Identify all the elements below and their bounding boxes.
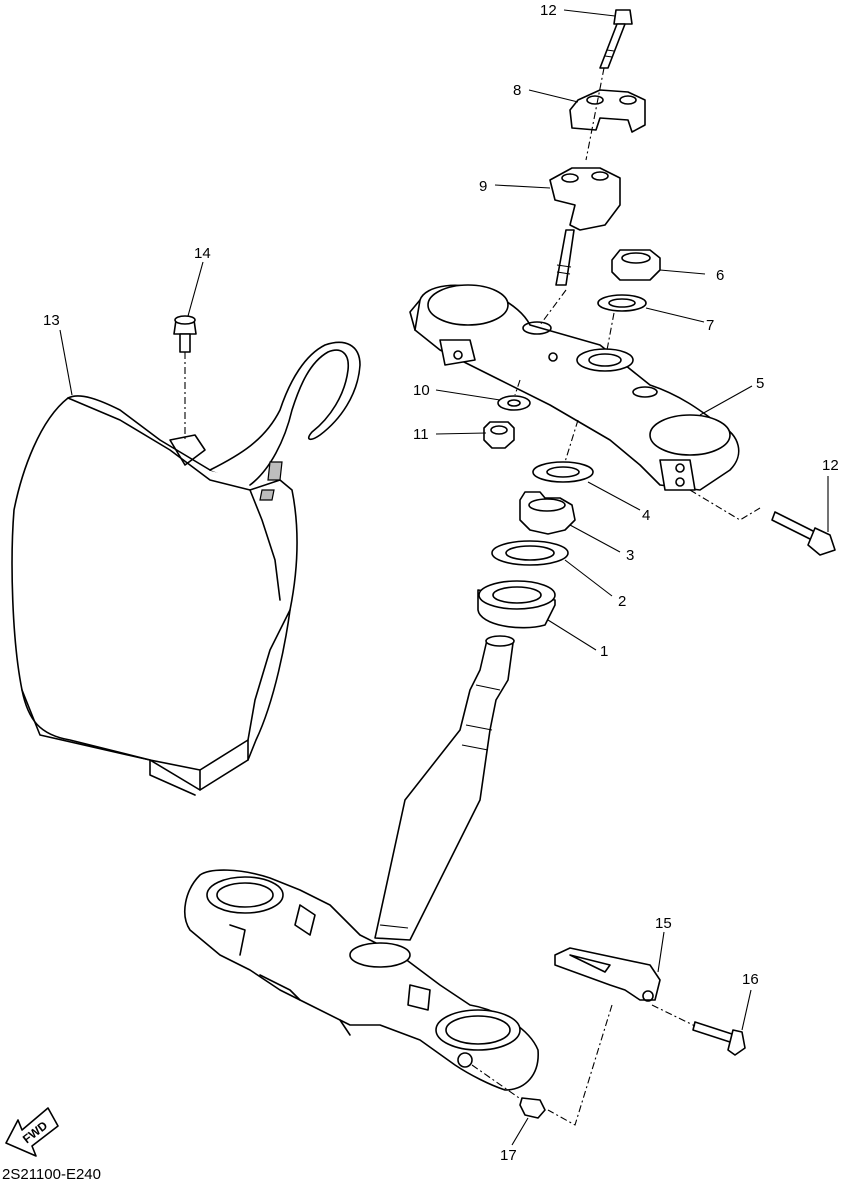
axis-line-upper <box>539 289 567 326</box>
callout-6: 6 <box>716 267 724 284</box>
lower-bracket-part <box>184 869 539 1091</box>
bracket-15-part <box>547 947 661 1126</box>
steering-stem-part <box>374 635 515 941</box>
callout-3: 3 <box>626 547 634 564</box>
bolt-12-top-part <box>585 9 633 161</box>
bearing-1-part <box>477 580 556 629</box>
callout-8: 8 <box>513 82 521 99</box>
callout-14: 14 <box>194 245 211 262</box>
upper-bracket-part <box>409 284 740 491</box>
nut-11-part <box>483 421 515 449</box>
callout-11: 11 <box>413 426 429 443</box>
callout-5: 5 <box>756 375 764 392</box>
bolt-12-right-part <box>689 489 836 556</box>
leader-lines <box>59 9 829 1146</box>
callout-12-top: 12 <box>540 2 557 19</box>
seal-2-part <box>491 540 569 566</box>
callout-2: 2 <box>618 593 626 610</box>
callout-1: 1 <box>600 643 608 660</box>
callout-15: 15 <box>655 915 672 932</box>
callout-13: 13 <box>43 312 60 329</box>
collar-17-part <box>471 1064 546 1119</box>
callout-17: 17 <box>500 1147 517 1164</box>
axis-line-10 <box>514 379 521 396</box>
callout-9: 9 <box>479 178 487 195</box>
callout-10: 10 <box>413 382 430 399</box>
diagram-code: 2S21100-E240 <box>2 1166 101 1183</box>
handlebar-holder-upper-part <box>569 89 646 133</box>
washer-10-part <box>497 395 531 411</box>
fwd-arrow-icon: FWD <box>5 1107 59 1157</box>
washer-7-part <box>597 294 647 312</box>
headlight-cover-part <box>11 341 361 796</box>
callout-16: 16 <box>742 971 759 988</box>
callout-7: 7 <box>706 317 714 334</box>
callout-12-right: 12 <box>822 457 839 474</box>
ring-nut-3-part <box>519 491 576 535</box>
bolt-16-part <box>651 1004 746 1056</box>
callout-labels: 12 8 9 6 7 5 10 11 12 4 3 2 1 13 14 15 1… <box>43 2 839 1164</box>
handlebar-holder-lower-part <box>549 167 621 286</box>
callout-4: 4 <box>642 507 650 524</box>
axis-line-7 <box>606 312 615 351</box>
washer-4-part <box>532 461 594 483</box>
bolt-14-part <box>173 315 197 440</box>
nut-6-part <box>611 249 661 281</box>
axis-line-4 <box>564 419 579 463</box>
